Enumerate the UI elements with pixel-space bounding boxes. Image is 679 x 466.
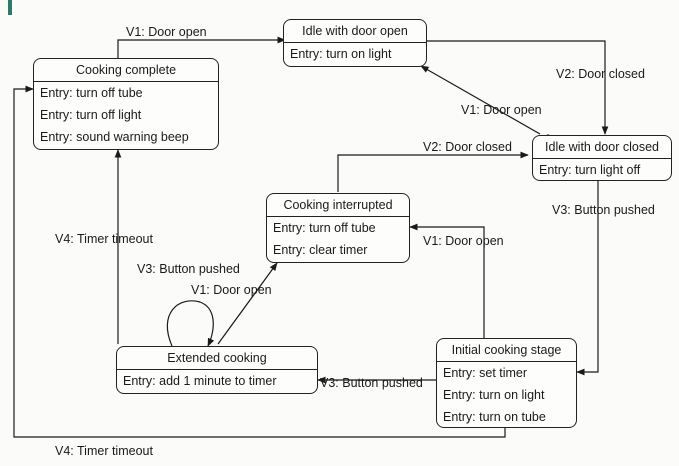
transition-label-v1-interrupt: V1: Door open	[423, 234, 504, 248]
state-title: Idle with door closed	[533, 136, 671, 159]
state-idle-door-closed: Idle with door closed Entry: turn light …	[532, 135, 672, 181]
arrow-v3-right	[576, 180, 599, 376]
state-title: Idle with door open	[284, 20, 426, 43]
state-initial-cooking-stage: Initial cooking stage Entry: set timer E…	[436, 338, 577, 428]
transition-label-v2-right: V2: Door closed	[556, 67, 645, 81]
transition-label-v4-left: V4: Timer timeout	[55, 232, 153, 246]
arrow-v2-mid	[337, 151, 529, 192]
state-entry: Entry: turn off tube	[40, 86, 143, 100]
state-cooking-interrupted: Cooking interrupted Entry: turn off tube…	[266, 193, 410, 263]
transition-label-v1-loop: V1: Door open	[191, 283, 272, 297]
state-title: Extended cooking	[117, 347, 317, 370]
state-entry: Entry: turn off tube	[273, 221, 376, 235]
state-entry: Entry: clear timer	[273, 243, 368, 257]
arrow-v1-interrupt	[409, 223, 485, 338]
transition-label-v3-right: V3: Button pushed	[552, 203, 655, 217]
state-title: Initial cooking stage	[437, 339, 576, 362]
arrow-v4-bottom	[13, 85, 506, 438]
arrow-v1-diag	[420, 65, 541, 135]
corner-mark	[8, 0, 12, 15]
arrow-v1-loop	[166, 300, 215, 347]
transition-label-v2-mid: V2: Door closed	[423, 140, 512, 154]
state-idle-door-open: Idle with door open Entry: turn on light	[283, 19, 427, 67]
arrow-v2-right	[427, 40, 609, 135]
transition-label-v1-top: V1: Door open	[126, 25, 207, 39]
transition-label-v4-bottom: V4: Timer timeout	[55, 444, 153, 458]
transition-label-v3-left: V3: Button pushed	[137, 262, 240, 276]
state-title: Cooking interrupted	[267, 194, 409, 217]
transition-label-v1-diag: V1: Door open	[461, 103, 542, 117]
arrow-v1-top	[117, 36, 286, 58]
arrow-v3-left	[217, 262, 278, 345]
state-entry: Entry: turn light off	[539, 163, 641, 177]
state-entry: Entry: turn off light	[40, 108, 142, 122]
state-entry: Entry: sound warning beep	[40, 130, 189, 144]
state-title: Cooking complete	[34, 59, 218, 82]
state-entry: Entry: turn on light	[443, 388, 545, 402]
state-extended-cooking: Extended cooking Entry: add 1 minute to …	[116, 346, 318, 394]
state-entry: Entry: turn on light	[290, 47, 392, 61]
state-entry: Entry: add 1 minute to timer	[123, 374, 277, 388]
state-cooking-complete: Cooking complete Entry: turn off tube En…	[33, 58, 219, 150]
transition-label-v3-bottom: V3: Button pushed	[320, 376, 423, 390]
state-entry: Entry: turn on tube	[443, 410, 546, 424]
state-entry: Entry: set timer	[443, 366, 528, 380]
